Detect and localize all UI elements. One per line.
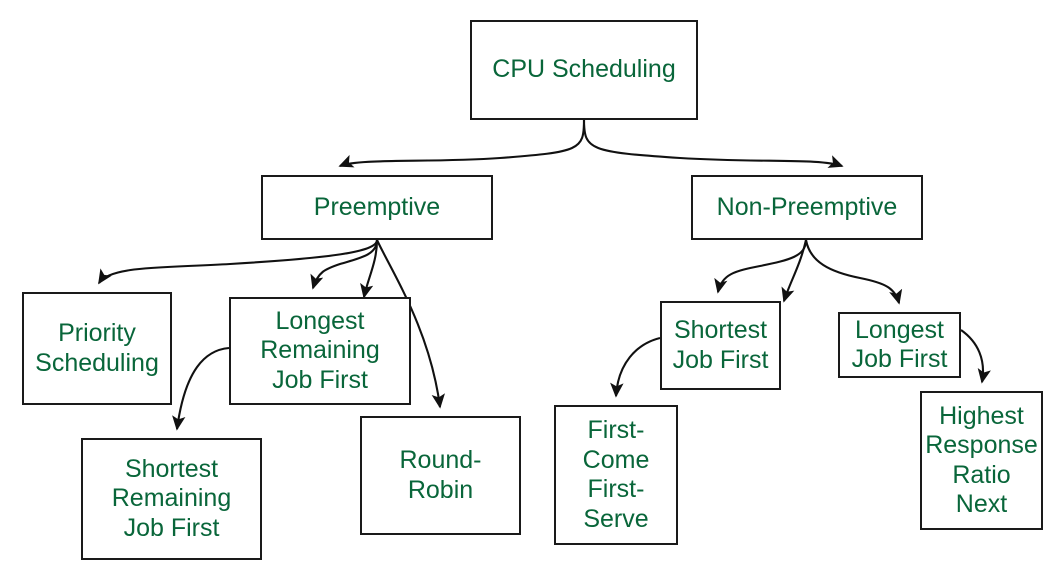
edge-cpu-to-non-preemptive bbox=[582, 119, 844, 168]
edge-nonpre-to-fcfs-stub bbox=[781, 239, 808, 303]
node-label-highest-response: Highest Response Ratio Next bbox=[925, 401, 1038, 519]
node-non-preemptive[interactable]: Non-Preemptive bbox=[691, 175, 923, 240]
node-label-non-preemptive: Non-Preemptive bbox=[716, 192, 898, 221]
node-label-priority-scheduling: Priority Scheduling bbox=[35, 319, 159, 377]
node-shortest-remaining[interactable]: Shortest Remaining Job First bbox=[81, 438, 262, 560]
node-longest-remaining[interactable]: Longest Remaining Job First bbox=[229, 297, 411, 405]
node-label-longest-job-first: Longest Job First bbox=[851, 315, 948, 374]
node-label-shortest-remaining: Shortest Remaining Job First bbox=[111, 454, 232, 542]
node-label-shortest-job-first: Shortest Job First bbox=[672, 316, 769, 374]
edge-sjf-to-fcfs bbox=[610, 336, 661, 398]
node-label-first-come-first-serve: First- Come First- Serve bbox=[582, 416, 650, 533]
node-label-round-robin: Round- Robin bbox=[399, 446, 482, 504]
node-label-preemptive: Preemptive bbox=[313, 192, 441, 221]
node-label-cpu-scheduling: CPU Scheduling bbox=[492, 55, 676, 84]
node-label-longest-remaining: Longest Remaining Job First bbox=[260, 306, 380, 394]
node-longest-job-first[interactable]: Longest Job First bbox=[838, 312, 961, 378]
node-priority-scheduling[interactable]: Priority Scheduling bbox=[22, 292, 172, 405]
node-highest-response[interactable]: Highest Response Ratio Next bbox=[920, 391, 1043, 530]
edge-preemptive-to-priority bbox=[98, 239, 379, 285]
edge-preemptive-to-longest-rem bbox=[310, 239, 379, 290]
edge-nonpre-to-shortest-job bbox=[714, 239, 808, 294]
node-first-come-first-serve[interactable]: First- Come First- Serve bbox=[554, 405, 678, 545]
node-shortest-job-first[interactable]: Shortest Job First bbox=[660, 301, 781, 390]
node-round-robin[interactable]: Round- Robin bbox=[360, 416, 521, 535]
edge-cpu-to-preemptive bbox=[338, 119, 586, 168]
edge-ljf-to-highest bbox=[960, 329, 991, 384]
node-cpu-scheduling[interactable]: CPU Scheduling bbox=[470, 20, 698, 120]
edge-nonpre-to-longest-job bbox=[804, 239, 903, 305]
edge-preemptive-to-lrjf-right bbox=[360, 239, 379, 299]
node-preemptive[interactable]: Preemptive bbox=[261, 175, 493, 240]
edge-lrjf-to-shortest-rem bbox=[172, 346, 230, 431]
